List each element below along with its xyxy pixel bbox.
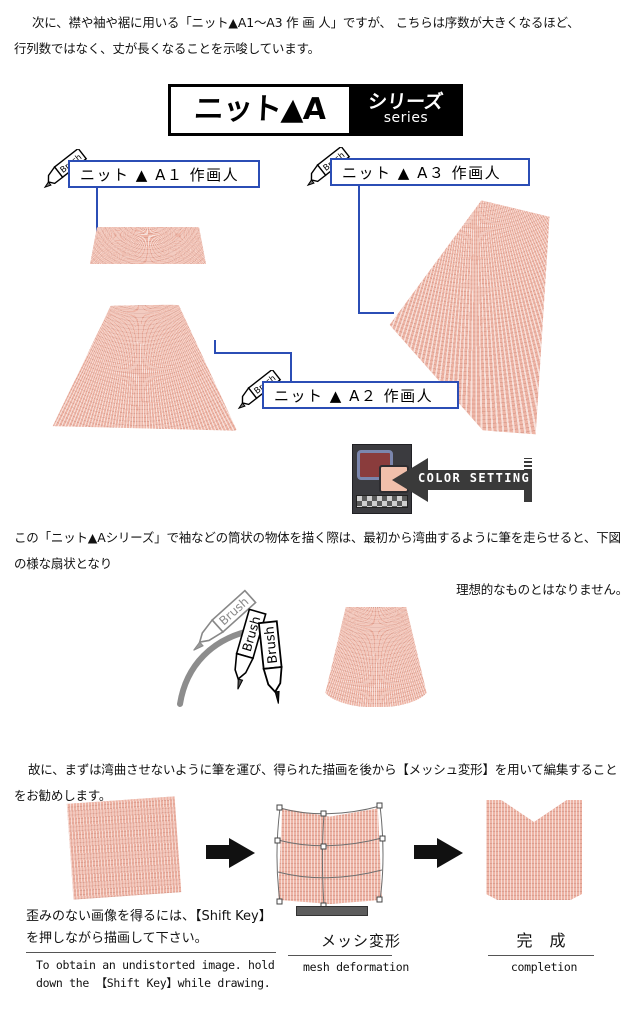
connector-a2-horizontal [214,352,292,354]
connector-a3-vertical [358,186,360,314]
intro-line-1: 次に、襟や袖や裾に用いる「ニット▲A1〜A3 作 画 人」ですが、 こちらは序数… [32,15,580,30]
mesh-deformation-overlay[interactable] [268,790,392,912]
knit-step1-straight [66,796,182,900]
label-box-a1[interactable]: ニット ▲ A１ 作画人 [68,160,260,188]
color-setting-label: COLOR SETTING [418,471,531,485]
title-main-text: ニット▲A [193,92,327,127]
title-series-en: series [383,109,429,126]
shift-note-en-line2: down the 【Shift Key】while drawing. [36,976,271,990]
caption-mesh-divider [288,955,392,956]
shift-note-jp-line2: を押しながら描画して下さい。 [26,931,208,946]
shift-key-note-jp: 歪みのない画像を得るには、【Shift Key】 を押しながら描画して下さい。 [26,906,286,950]
caption-completion-en: completion [510,960,578,974]
swatch-transparency-strip[interactable] [356,495,408,508]
shift-note-divider [26,952,276,953]
mesh-toolbar[interactable] [296,906,368,916]
label-a2-text: ニット ▲ A２ 作画人 [274,386,434,405]
label-a3-text: ニット ▲ A３ 作画人 [342,163,502,182]
caption-mesh-jp: メッシ変形 [286,930,436,954]
title-series-jp: シリーズ [367,90,445,113]
title-banner: ニット▲A シリーズ series [168,84,463,136]
connector-a1-vertical [96,188,98,240]
step-arrow-2-shaft [414,845,438,859]
advice-paragraph: 故に、まずは湾曲させないように筆を運び、得られた描画を後から【メッシュ変形】を用… [0,757,642,809]
connector-a2-vertical [290,352,292,382]
intro-line-2: 行列数ではなく、丈が長くなることを示唆しています。 [14,41,320,56]
caption-done-jp-text: 完 成 [516,931,572,950]
caption-completion-divider [488,955,594,956]
connector-a3-horizontal [358,312,394,314]
color-setting-arrow-icon [392,458,534,502]
step-arrow-1-shaft [206,845,230,859]
label-box-a2[interactable]: ニット ▲ A２ 作画人 [262,381,459,409]
connector-a2-stub [214,340,216,354]
label-a1-text: ニット ▲ A１ 作画人 [80,165,240,184]
step-arrow-2-icon [437,838,463,868]
intro-paragraph: 次に、襟や袖や裾に用いる「ニット▲A1〜A3 作 画 人」ですが、 こちらは序数… [0,10,642,62]
label-box-a3[interactable]: ニット ▲ A３ 作画人 [330,158,530,186]
title-banner-series: シリーズ series [352,87,460,133]
title-banner-main: ニット▲A [171,87,352,133]
svg-text:Brush: Brush [262,625,281,664]
caption-mesh-jp-text: メッシ変形 [320,932,401,950]
mid-line-2: 理想的なものとはなりません。 [456,582,628,597]
knit-step2-mesh [278,808,382,904]
mid-line-1: この「ニット▲Aシリーズ」で袖などの筒状の物体を描く際は、最初から湾曲するように… [14,530,621,571]
brush-stroke-demo: Brush Brush Brush [177,589,283,707]
knit-swatch-a2 [47,303,237,436]
caption-mesh-en: mesh deformation [303,960,409,974]
shift-note-en-line1: To obtain an undistorted image. hold [36,958,275,972]
step-arrow-1-icon [229,838,255,868]
advice-line-1: 故に、まずは湾曲させないように筆を運び、得られた描画を後から【メッシュ変形】を用… [14,762,618,803]
mid-paragraph: この「ニット▲Aシリーズ」で袖などの筒状の物体を描く際は、最初から湾曲するように… [0,525,642,603]
knit-swatch-a1 [90,227,206,264]
shift-note-jp-line1: 歪みのない画像を得るには、【Shift Key】 [26,909,272,924]
shift-key-note-en: To obtain an undistorted image. hold dow… [36,956,306,992]
knit-step3-completed [486,800,582,900]
caption-completion-jp: 完 成 [474,930,614,954]
